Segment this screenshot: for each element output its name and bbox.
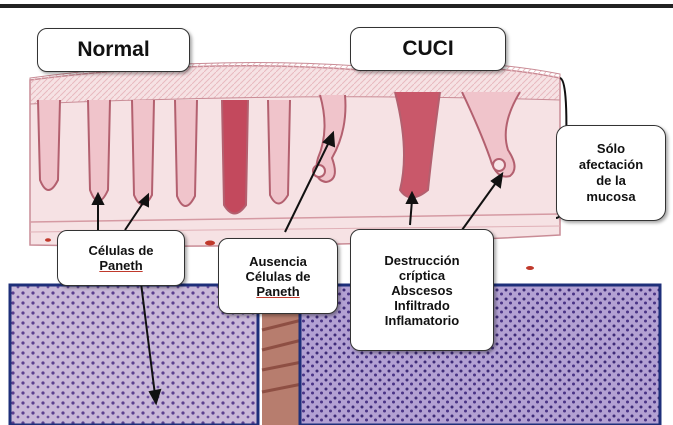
histology-center-strip — [262, 310, 302, 425]
label-paneth-absent-line3: Paneth — [256, 284, 299, 299]
label-destruction-line3: Abscesos — [391, 283, 452, 298]
label-mucosa-only-line4: mucosa — [586, 189, 635, 205]
label-mucosa-only: Sólo afectación de la mucosa — [556, 125, 666, 221]
label-paneth-normal-line2: Paneth — [99, 258, 142, 273]
label-paneth-absent: Ausencia Células de Paneth — [218, 238, 338, 314]
title-normal: Normal — [37, 28, 190, 72]
label-paneth-absent-line1: Ausencia — [249, 254, 307, 269]
label-destruction-line5: Inflamatorio — [385, 313, 459, 328]
label-mucosa-only-line3: de la — [596, 173, 626, 189]
label-paneth-normal: Células de Paneth — [57, 230, 185, 286]
label-destruction-line4: Infiltrado — [394, 298, 450, 313]
label-destruction-line1: Destrucción — [384, 253, 459, 268]
label-paneth-absent-line2: Células de — [245, 269, 310, 284]
label-mucosa-only-line1: Sólo — [597, 141, 625, 157]
label-destruction: Destrucción críptica Abscesos Infiltrado… — [350, 229, 494, 351]
abscess-right — [493, 159, 505, 171]
label-destruction-line2: críptica — [399, 268, 445, 283]
label-mucosa-only-line2: afectación — [579, 157, 643, 173]
label-paneth-normal-line1: Células de — [88, 243, 153, 258]
title-cuci: CUCI — [350, 27, 506, 71]
